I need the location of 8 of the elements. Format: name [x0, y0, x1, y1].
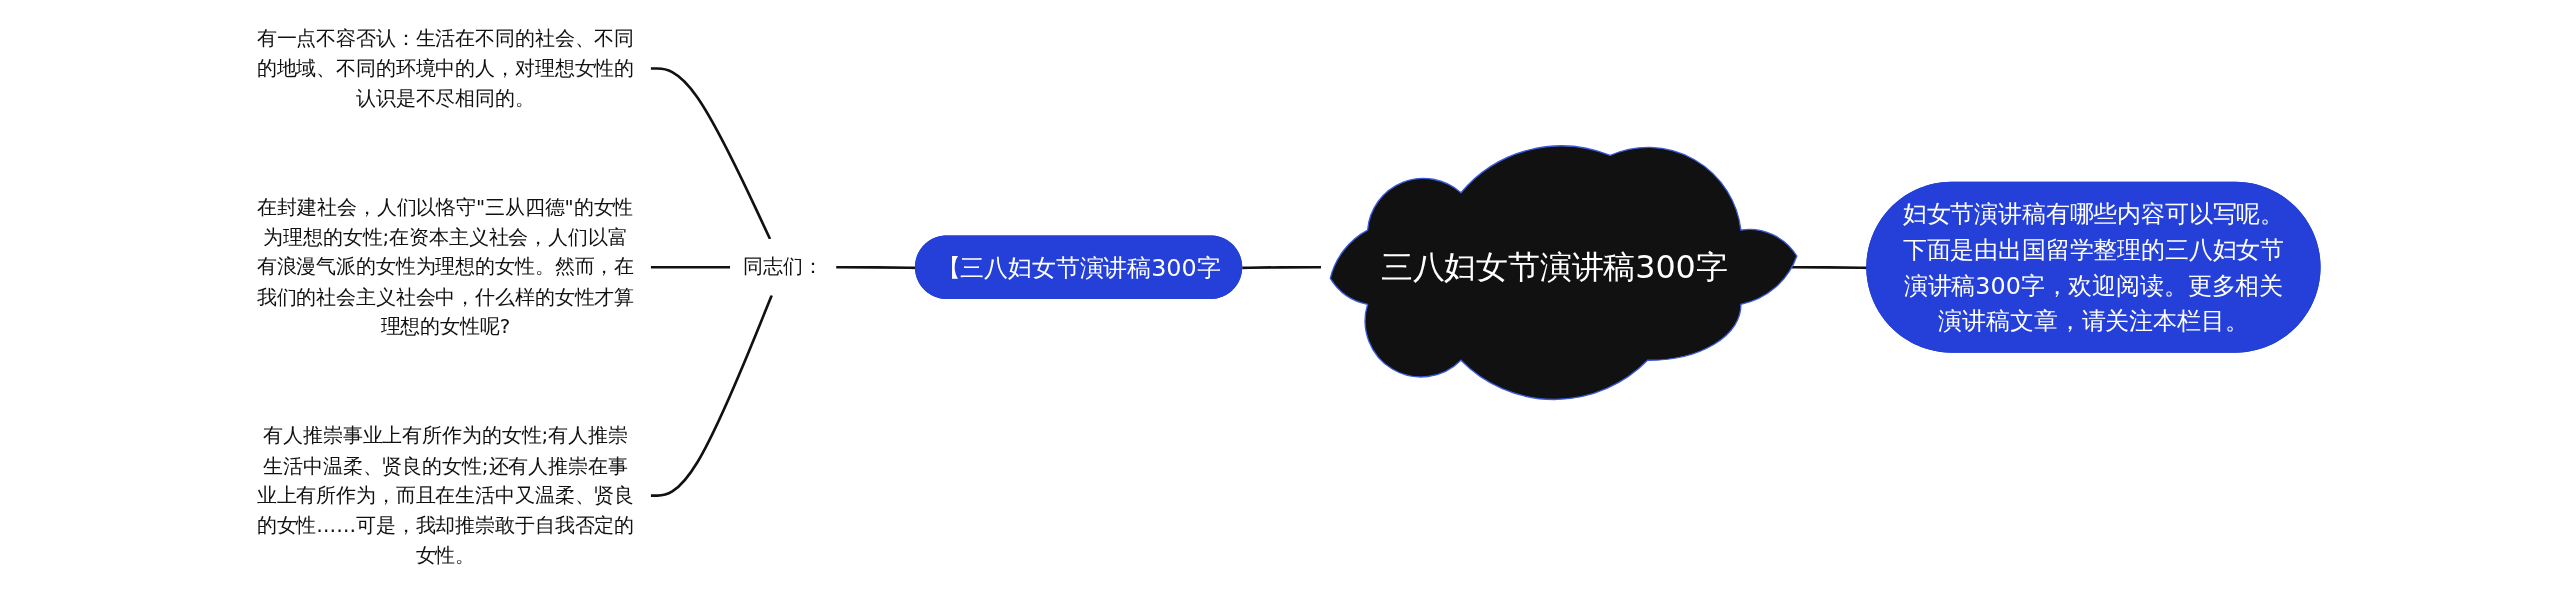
connector	[650, 294, 773, 497]
node-text: 有一点不容否认：生活在不同的社会、不同的地域、不同的环境中的人，对理想女性的认识是不尽相同的。	[256, 26, 635, 110]
node-text: 同志们：	[743, 254, 823, 279]
node-text: 有人推崇事业上有所作为的女性;有人推崇生活中温柔、贤良的女性;还有人推崇在事业上有所作为，而且在生活中又温柔、贤良的女性……可是，我却推崇敢于自我否定的女性。	[256, 423, 635, 567]
connector	[650, 67, 772, 240]
connector	[1242, 265, 1321, 270]
node-text: 在封建社会，人们以恪守"三从四德"的女性为理想的女性;在资本主义社会，人们以富有浪漫气派的女性为理想的女性。然而，在我们的社会主义社会中，什么样的女性才算理想的女性呢?	[256, 195, 635, 339]
connector	[650, 265, 731, 269]
